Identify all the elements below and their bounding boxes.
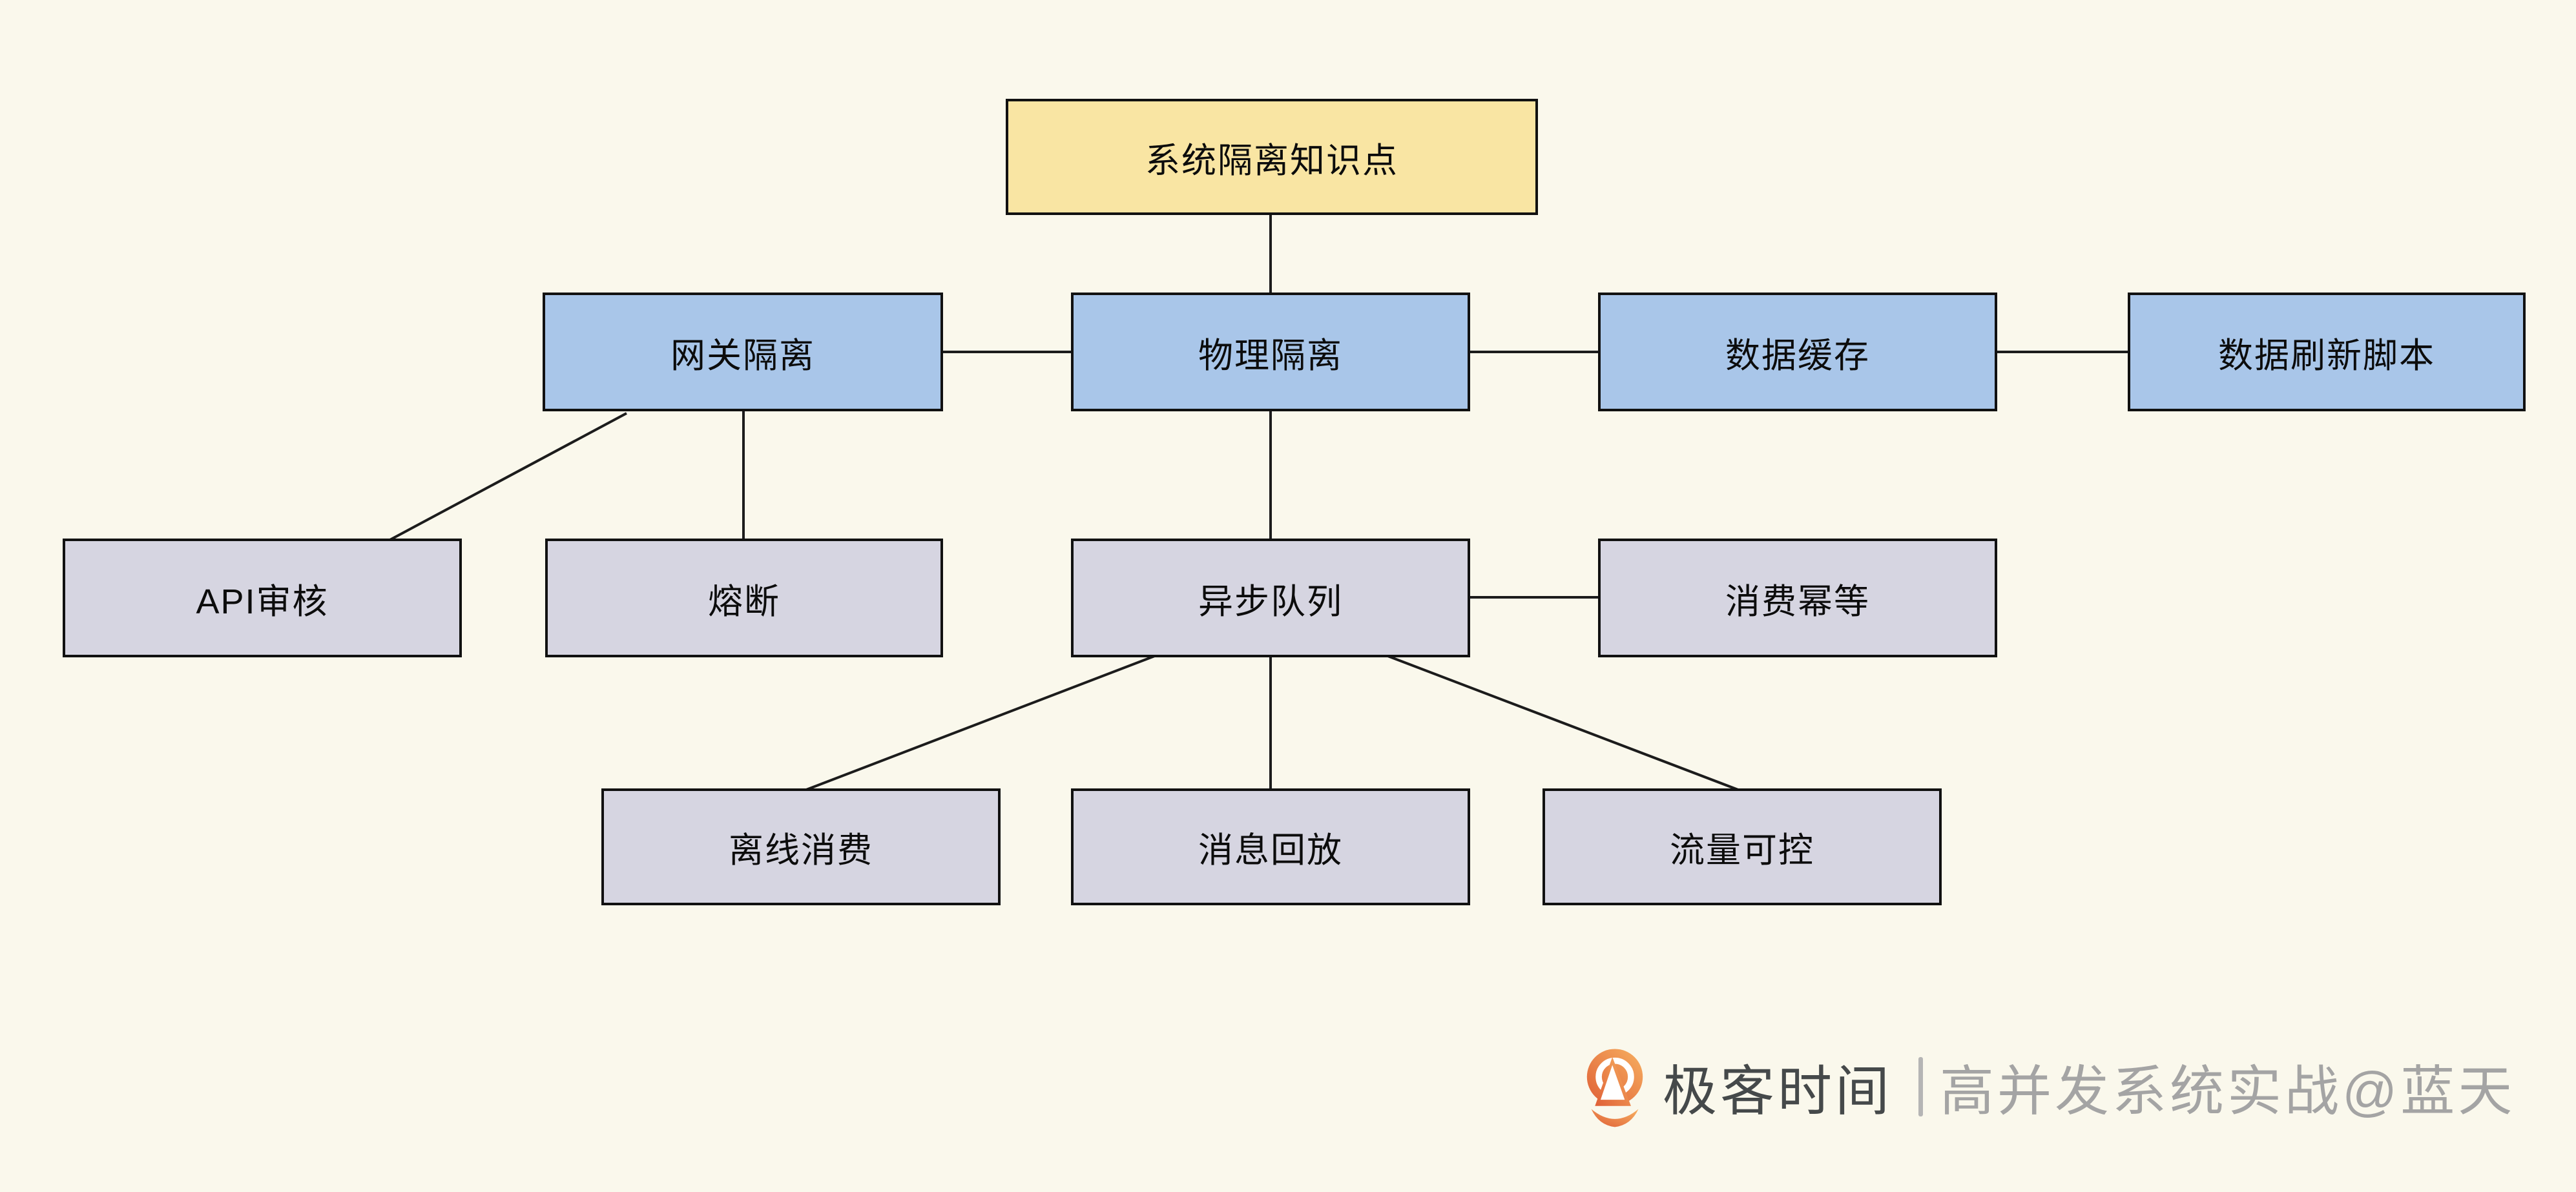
node-api-audit: API审核 <box>63 539 462 657</box>
node-label: 数据缓存 <box>1725 336 1870 375</box>
node-label: 消费幂等 <box>1725 582 1870 621</box>
node-idempotent-consume: 消费幂等 <box>1598 539 1997 657</box>
node-data-cache: 数据缓存 <box>1598 293 1997 411</box>
node-gateway-isolation: 网关隔离 <box>543 293 943 411</box>
watermark: 极客时间 高并发系统实战@蓝天 <box>1584 1038 2515 1135</box>
node-label: 物理隔离 <box>1198 336 1343 375</box>
edge-queue-flow <box>1386 654 1742 792</box>
node-data-refresh-script: 数据刷新脚本 <box>2128 293 2526 411</box>
node-label: 离线消费 <box>729 831 873 870</box>
node-label: 熔断 <box>708 582 780 621</box>
geektime-logo-icon <box>1586 1049 1643 1127</box>
node-message-replay: 消息回放 <box>1071 788 1470 905</box>
node-physical-isolation: 物理隔离 <box>1071 293 1470 411</box>
node-flow-control: 流量可控 <box>1542 788 1942 905</box>
node-label: 数据刷新脚本 <box>2218 336 2435 375</box>
watermark-subtitle: 高并发系统实战@蓝天 <box>1940 1060 2516 1122</box>
node-label: 流量可控 <box>1670 831 1814 870</box>
node-label: 异步队列 <box>1198 582 1343 621</box>
node-system-isolation-root: 系统隔离知识点 <box>1006 99 1538 215</box>
edge-queue-offline <box>802 654 1157 792</box>
brand-name: 极客时间 <box>1663 1060 1893 1122</box>
watermark-divider <box>1918 1057 1924 1116</box>
edge-gateway-api <box>387 412 627 542</box>
node-async-queue: 异步队列 <box>1071 539 1470 657</box>
node-circuit-breaker: 熔断 <box>545 539 943 657</box>
node-label: 系统隔离知识点 <box>1145 141 1398 180</box>
node-label: API审核 <box>196 582 329 621</box>
node-label: 网关隔离 <box>670 336 815 375</box>
node-label: 消息回放 <box>1198 831 1343 870</box>
node-offline-consume: 离线消费 <box>601 788 1001 905</box>
